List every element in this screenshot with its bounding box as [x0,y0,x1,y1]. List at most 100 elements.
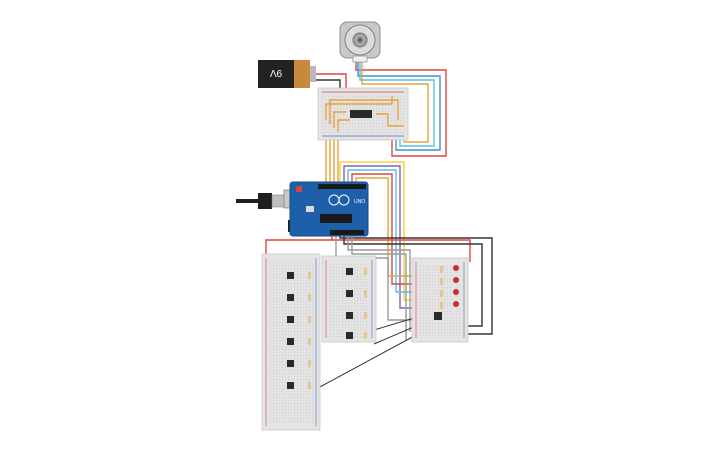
breadboard-hole [333,273,335,275]
breadboard-hole [330,297,332,299]
breadboard-hole [345,315,347,317]
breadboard-hole [303,412,305,414]
breadboard-hole [441,335,443,337]
breadboard-hole [385,111,387,113]
breadboard-hole [334,102,336,104]
breadboard-hole [438,272,440,274]
breadboard-hole [288,403,290,405]
breadboard-hole [294,337,296,339]
breadboard-hole [294,268,296,270]
breadboard-hole [276,373,278,375]
breadboard-hole [363,321,365,323]
breadboard-hole [349,96,351,98]
motor-driver-chip [350,110,372,118]
battery-9v-icon: 9V [258,60,316,88]
breadboard-hole [300,319,302,321]
breadboard-hole [297,352,299,354]
breadboard-hole [294,364,296,366]
breadboard-hole [339,297,341,299]
breadboard-hole [333,297,335,299]
breadboard-hole [279,283,281,285]
breadboard-hole [382,111,384,113]
breadboard-hole [354,297,356,299]
breadboard-hole [429,296,431,298]
breadboard-hole [294,361,296,363]
breadboard-hole [370,102,372,104]
breadboard-hole [432,278,434,280]
breadboard-hole [306,331,308,333]
breadboard-hole [385,96,387,98]
breadboard-hole [357,273,359,275]
breadboard-hole [339,279,341,281]
breadboard-hole [276,352,278,354]
breadboard-hole [270,388,272,390]
breadboard-hole [351,297,353,299]
breadboard-hole [426,278,428,280]
breadboard-hole [303,382,305,384]
breadboard-hole [357,282,359,284]
breadboard-hole [456,296,458,298]
breadboard-hole [363,294,365,296]
breadboard-hole [339,333,341,335]
breadboard-hole [345,297,347,299]
breadboard-hole [444,284,446,286]
breadboard-hole [306,373,308,375]
breadboard-hole [285,328,287,330]
breadboard-hole [435,320,437,322]
breadboard-hole [303,409,305,411]
breadboard-hole [438,293,440,295]
breadboard-hole [330,315,332,317]
breadboard-hole [303,418,305,420]
breadboard-hole [447,314,449,316]
breadboard-hole [345,324,347,326]
breadboard-hole [333,267,335,269]
breadboard-hole [363,309,365,311]
breadboard-hole [279,376,281,378]
breadboard-hole [328,123,330,125]
breadboard-hole [382,105,384,107]
breadboard-hole [366,267,368,269]
breadboard-hole [285,370,287,372]
breadboard-hole [400,129,402,131]
breadboard-hole [270,385,272,387]
breadboard-hole [385,105,387,107]
breadboard-hole [276,292,278,294]
breadboard-hole [354,306,356,308]
breadboard-hole [360,318,362,320]
breadboard-hole [291,421,293,423]
breadboard-hole [391,123,393,125]
breadboard-hole [367,126,369,128]
breadboard-hole [306,364,308,366]
breadboard-hole [273,406,275,408]
breadboard-hole [282,316,284,318]
breadboard-hole [309,355,311,357]
breadboard-hole [303,364,305,366]
breadboard-hole [273,277,275,279]
breadboard-hole [429,272,431,274]
breadboard-hole [345,336,347,338]
breadboard-hole [270,340,272,342]
breadboard-hole [354,285,356,287]
breadboard-hole [312,268,314,270]
breadboard-hole [459,269,461,271]
breadboard-hole [400,114,402,116]
breadboard-hole [294,316,296,318]
breadboard-hole [336,330,338,332]
breadboard-hole [288,418,290,420]
breadboard-hole [376,111,378,113]
breadboard-hole [300,292,302,294]
breadboard-hole [441,275,443,277]
breadboard-hole [309,418,311,420]
breadboard-hole [276,358,278,360]
push-button-icon [346,290,353,297]
breadboard-hole [400,102,402,104]
breadboard-hole [276,418,278,420]
breadboard-hole [270,406,272,408]
breadboard-hole [270,394,272,396]
breadboard-hole [294,313,296,315]
breadboard-hole [423,326,425,328]
breadboard-hole [360,300,362,302]
breadboard-hole [309,397,311,399]
breadboard-hole [450,290,452,292]
breadboard-hole [273,346,275,348]
